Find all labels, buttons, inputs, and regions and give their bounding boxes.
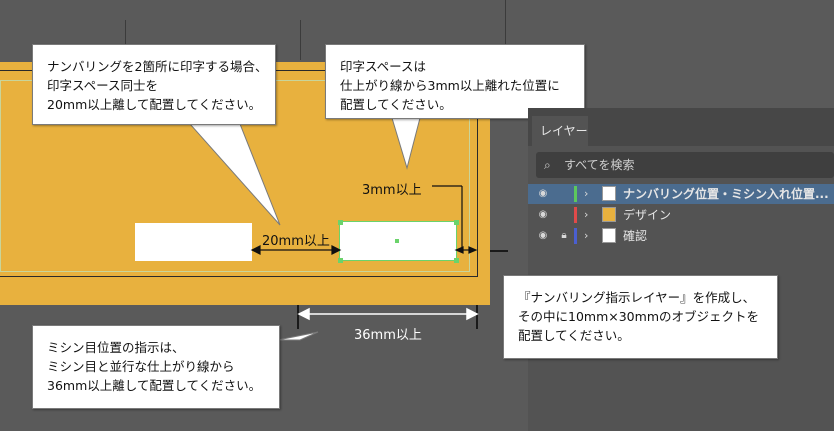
chevron-right-icon[interactable]: ›	[584, 208, 589, 221]
layer-color	[574, 228, 577, 244]
layer-color	[574, 207, 577, 223]
callout-line: ナンバリングを2箇所に印字する場合、	[47, 59, 268, 74]
selection-center-point	[395, 239, 399, 243]
callout-margin-note: 印字スペースは 仕上がり線から3mm以上離れた位置に 配置してください。	[325, 44, 585, 119]
tab-layers[interactable]: レイヤー	[532, 116, 588, 146]
layers-panel: レイヤー ⌕ すべてを検索 ◉ › ナンバリング位置・ミシン入れ位置... ◉ …	[528, 108, 834, 431]
chevron-right-icon[interactable]: ›	[584, 187, 589, 200]
dimension-label-margin: 3mm以上	[362, 183, 422, 198]
layer-row[interactable]: ◉ 🔒︎ › 確認	[528, 226, 834, 246]
dimension-label-perforation: 36mm以上	[354, 328, 422, 343]
callout-line: その中に10mm×30mmのオブジェクトを	[518, 309, 759, 324]
selection-handle[interactable]	[338, 258, 343, 263]
selection-handle[interactable]	[454, 258, 459, 263]
callout-line: 配置してください。	[340, 97, 452, 112]
callout-line: 20mm以上離して配置してください。	[47, 97, 262, 112]
selection-handle[interactable]	[338, 220, 343, 225]
search-icon: ⌕	[544, 158, 551, 172]
callout-line: 印字スペース同士を	[47, 78, 159, 93]
callout-line: 36mm以上離して配置してください。	[47, 378, 262, 393]
panel-header: レイヤー	[528, 108, 834, 146]
crop-mark	[490, 250, 508, 252]
callout-line: 配置してください。	[518, 328, 630, 343]
search-input[interactable]: ⌕ すべてを検索	[536, 152, 834, 178]
callout-spacing-note: ナンバリングを2箇所に印字する場合、 印字スペース同士を 20mm以上離して配置…	[32, 44, 276, 125]
chevron-right-icon[interactable]: ›	[584, 229, 589, 242]
layer-thumbnail	[602, 186, 616, 201]
callout-perforation-note: ミシン目位置の指示は、 ミシン目と並行な仕上がり線から 36mm以上離して配置し…	[32, 325, 280, 409]
lock-icon[interactable]: 🔒︎	[561, 230, 567, 241]
eye-icon[interactable]: ◉	[538, 209, 548, 220]
layer-row[interactable]: ◉ › デザイン	[528, 205, 834, 225]
numbering-area-left[interactable]	[135, 223, 252, 261]
selection-handle[interactable]	[454, 220, 459, 225]
callout-line: 仕上がり線から3mm以上離れた位置に	[340, 78, 560, 93]
crop-mark	[297, 305, 299, 329]
search-placeholder: すべてを検索	[564, 158, 635, 172]
callout-line: ミシン目位置の指示は、	[47, 340, 185, 355]
layer-color	[574, 186, 577, 202]
callout-line: ミシン目と並行な仕上がり線から	[47, 359, 235, 374]
layer-name: ナンバリング位置・ミシン入れ位置...	[623, 187, 829, 201]
layer-thumbnail	[602, 207, 616, 222]
bg-guide-line	[125, 20, 126, 60]
callout-line: 『ナンバリング指示レイヤー』を作成し、	[518, 290, 756, 305]
bg-guide-line	[300, 20, 301, 60]
eye-icon[interactable]: ◉	[538, 230, 548, 241]
layer-thumbnail	[602, 228, 616, 243]
callout-layer-note: 『ナンバリング指示レイヤー』を作成し、 その中に10mm×30mmのオブジェクト…	[503, 275, 778, 359]
layer-name: 確認	[623, 229, 648, 243]
crop-mark	[476, 305, 478, 329]
eye-icon[interactable]: ◉	[538, 188, 548, 199]
layer-name: デザイン	[623, 208, 672, 222]
dimension-label-gap: 20mm以上	[262, 234, 330, 249]
callout-line: 印字スペースは	[340, 59, 427, 74]
layer-row[interactable]: ◉ › ナンバリング位置・ミシン入れ位置...	[528, 184, 834, 204]
